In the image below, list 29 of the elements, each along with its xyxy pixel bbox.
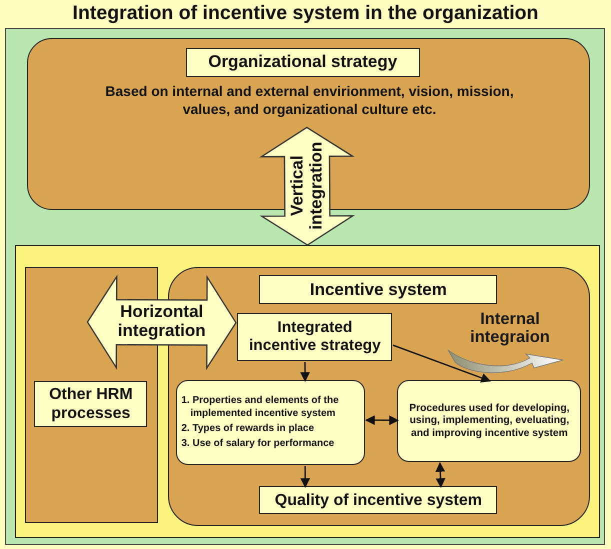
process-box (397, 380, 582, 462)
node-text: Other HRM processes (48, 385, 134, 424)
heading-box (186, 48, 420, 77)
edge-label: Vertical integration (288, 140, 326, 232)
list-item: 1. Properties and elements of the implemented incentive system (181, 394, 340, 420)
node-text: Organizational strategy (207, 52, 398, 72)
node-text: Procedures used for developing, using, implementing, eveluating, and improving incentive system (408, 402, 570, 440)
process-box (34, 381, 148, 428)
arrow (300, 362, 310, 382)
edge-label: Horizontal integration (116, 303, 207, 341)
arrow (365, 415, 399, 426)
arrow (392, 344, 491, 383)
heading-box (259, 275, 498, 304)
arrow (435, 462, 446, 488)
quality-box (259, 486, 498, 514)
node-text: Integrated incentive strategy (248, 318, 382, 356)
double-block-arrow (259, 126, 356, 246)
node-text: Incentive system (308, 280, 448, 300)
list-box (176, 380, 366, 466)
node-text: Quality of incentive system (274, 490, 483, 510)
list-item: 2. Types of rewards in place (181, 422, 316, 436)
list-item: 3. Use of salary for performance (181, 437, 336, 450)
strategy-box (237, 313, 392, 362)
arrow (300, 466, 310, 488)
double-block-arrow (86, 274, 237, 370)
annotation-text: Internal integraion (469, 310, 551, 346)
description-text: Based on internal and external envirionment, vision, mission, values, and organizational culture etc. (104, 83, 515, 118)
diagram-title: Integration of incentive system in the organization (72, 2, 540, 25)
hrm-area-panel (15, 245, 600, 538)
